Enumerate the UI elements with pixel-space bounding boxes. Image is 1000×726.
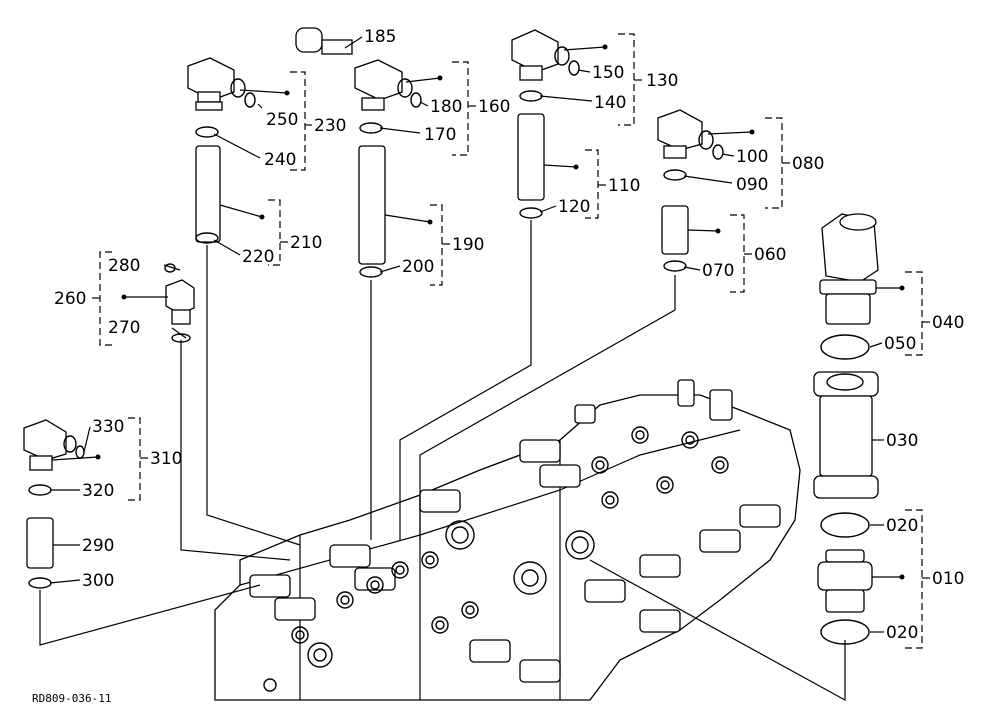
part-number-labels: 185 130 150 160 180 140 230 250 170 240 … — [32, 27, 964, 705]
label-180: 180 — [430, 97, 462, 117]
label-140: 140 — [594, 93, 626, 113]
leader-lines — [39, 220, 846, 702]
drawing-code: RD809-036-11 — [32, 692, 111, 705]
label-120: 120 — [558, 197, 590, 217]
label-020-lower: 020 — [886, 623, 918, 643]
fitting-assembly-080 — [657, 109, 783, 293]
label-030: 030 — [886, 431, 918, 451]
label-020-upper: 020 — [886, 516, 918, 536]
label-130: 130 — [646, 71, 678, 91]
label-330: 330 — [92, 417, 124, 437]
label-110: 110 — [608, 176, 640, 196]
label-200: 200 — [402, 257, 434, 277]
label-220: 220 — [242, 247, 274, 267]
label-320: 320 — [82, 481, 114, 501]
valve-ports — [263, 426, 729, 692]
fitting-assembly-130 — [511, 29, 635, 219]
label-310: 310 — [150, 449, 182, 469]
control-valve-body — [214, 379, 801, 701]
label-240: 240 — [264, 150, 296, 170]
label-270: 270 — [108, 318, 140, 338]
fitting-assembly-160 — [295, 27, 469, 286]
label-010: 010 — [932, 569, 964, 589]
label-300: 300 — [82, 571, 114, 591]
label-260: 260 — [54, 289, 86, 309]
fitting-assembly-230 — [187, 57, 306, 266]
label-290: 290 — [82, 536, 114, 556]
label-050: 050 — [884, 334, 916, 354]
label-170: 170 — [424, 125, 456, 145]
label-230: 230 — [314, 116, 346, 136]
label-090: 090 — [736, 175, 768, 195]
label-280: 280 — [108, 256, 140, 276]
label-250: 250 — [266, 110, 298, 130]
label-210: 210 — [290, 233, 322, 253]
label-185: 185 — [364, 27, 396, 47]
solenoid-row — [249, 439, 781, 683]
fitting-assembly-260 — [99, 251, 195, 346]
label-060: 060 — [754, 245, 786, 265]
label-040: 040 — [932, 313, 964, 333]
label-070: 070 — [702, 261, 734, 281]
label-leaders — [49, 36, 930, 633]
fitting-assembly-310 — [23, 417, 141, 589]
label-080: 080 — [792, 154, 824, 174]
fitting-assembly-040-010 — [813, 213, 923, 649]
label-190: 190 — [452, 235, 484, 255]
label-100: 100 — [736, 147, 768, 167]
label-150: 150 — [592, 63, 624, 83]
label-160: 160 — [478, 97, 510, 117]
